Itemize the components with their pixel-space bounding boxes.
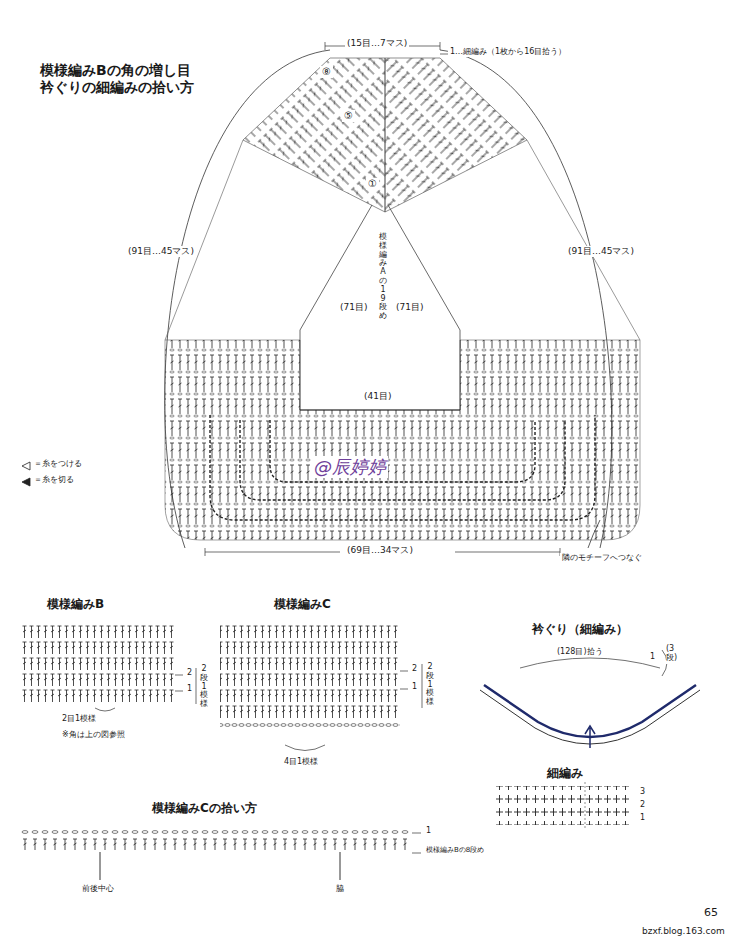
chart-stroke <box>20 828 410 850</box>
dimension-label: (15目…7マス) <box>345 38 409 49</box>
chart-stroke <box>20 625 175 705</box>
chart-stroke <box>270 420 535 482</box>
dimension-label: (128目)拾う <box>555 647 605 657</box>
chart-stroke <box>585 726 595 748</box>
chart-stroke <box>220 722 400 732</box>
section-heading: 模様編みB <box>45 597 106 611</box>
chart-stroke <box>165 340 640 540</box>
chart-stroke <box>165 140 640 340</box>
pattern-c-chart <box>220 625 422 751</box>
row-number: 1 <box>410 682 419 692</box>
chart-stroke <box>220 625 400 720</box>
chart-stroke <box>400 671 408 689</box>
chart-stroke <box>285 745 325 751</box>
row-number: 2 <box>410 664 419 674</box>
legend-text: ＝糸をつける <box>32 459 84 469</box>
join-note: 隣のモチーフへつなぐ <box>560 553 644 563</box>
chart-stroke <box>385 58 527 212</box>
neckline-figure <box>480 650 700 748</box>
section-heading: 模様編みC <box>272 597 333 611</box>
chart-stroke <box>240 420 565 500</box>
join-yarn-symbol <box>22 462 30 470</box>
position-label: 前後中心 <box>80 884 116 894</box>
chart-stroke <box>300 410 460 411</box>
section-heading: 細編み <box>545 766 585 780</box>
position-label: 脇 <box>334 884 346 894</box>
chart-stroke <box>196 668 197 704</box>
row-note: 模様編みBの8段め <box>424 846 486 854</box>
row-number: 2 <box>185 668 194 678</box>
motif-chart <box>165 42 640 556</box>
row-number: 1 <box>185 684 194 694</box>
row-number: 3 <box>638 787 647 797</box>
chart-stroke <box>520 658 660 668</box>
chart-stroke <box>585 782 586 830</box>
watermark: @辰婷婷 <box>312 456 388 478</box>
chart-title: 模様編みBの角の増し目 衿ぐりの細編みの拾い方 <box>38 62 202 96</box>
section-heading: 模様編みCの拾い方 <box>150 801 259 815</box>
chart-stroke <box>210 415 595 520</box>
pickup-chart <box>20 828 421 880</box>
chart-stroke <box>440 54 448 55</box>
chart-stroke <box>422 664 423 708</box>
vertical-note: 模様編みAの19段め <box>379 232 387 322</box>
chart-stroke <box>412 833 421 853</box>
row-count: (3段) <box>666 644 674 664</box>
chart-stroke <box>588 520 600 548</box>
dimension-label: (41目) <box>362 391 393 402</box>
row-number: 1 <box>638 813 647 823</box>
note: ※角は上の図参照 <box>60 730 127 740</box>
dimension-label: (69目…34マス) <box>345 545 415 556</box>
single-crochet-chart <box>495 782 630 830</box>
chart-stroke <box>388 205 460 410</box>
row-note: 1…細編み（1枚から16目拾う） <box>448 47 568 57</box>
dimension-label: (91目…45マス) <box>566 246 636 257</box>
dimension-label: (71目) <box>338 302 369 313</box>
row-number: 2 <box>638 800 647 810</box>
chart-stroke <box>175 675 183 691</box>
chart-stroke <box>100 852 340 880</box>
page-number: 65 <box>702 906 720 919</box>
source-url: bzxf.blog.163.com <box>640 926 727 937</box>
legend-text: ＝糸を切る <box>32 475 76 485</box>
row-number: 1 <box>648 652 657 662</box>
dimension-label: (71目) <box>394 302 425 313</box>
row-number: ⑤ <box>342 110 355 122</box>
chart-stroke <box>95 708 115 711</box>
chart-stroke <box>300 205 372 410</box>
dimension-label: (91目…45マス) <box>126 246 196 257</box>
row-number: ① <box>366 178 379 190</box>
chart-stroke <box>495 786 630 825</box>
pattern-b-chart <box>20 625 196 711</box>
row-number: ⑧ <box>320 66 333 78</box>
chart-stroke <box>243 58 385 212</box>
section-heading: 衿ぐり（細編み） <box>530 622 630 636</box>
row-number: 1 <box>424 826 433 836</box>
repeat-note: 4目1模様 <box>282 757 320 767</box>
cut-yarn-symbol <box>22 478 30 486</box>
repeat-note: 2段1模様 <box>426 662 434 708</box>
repeat-note: 2段1模様 <box>200 664 208 710</box>
repeat-note: 2目1模様 <box>60 714 98 724</box>
